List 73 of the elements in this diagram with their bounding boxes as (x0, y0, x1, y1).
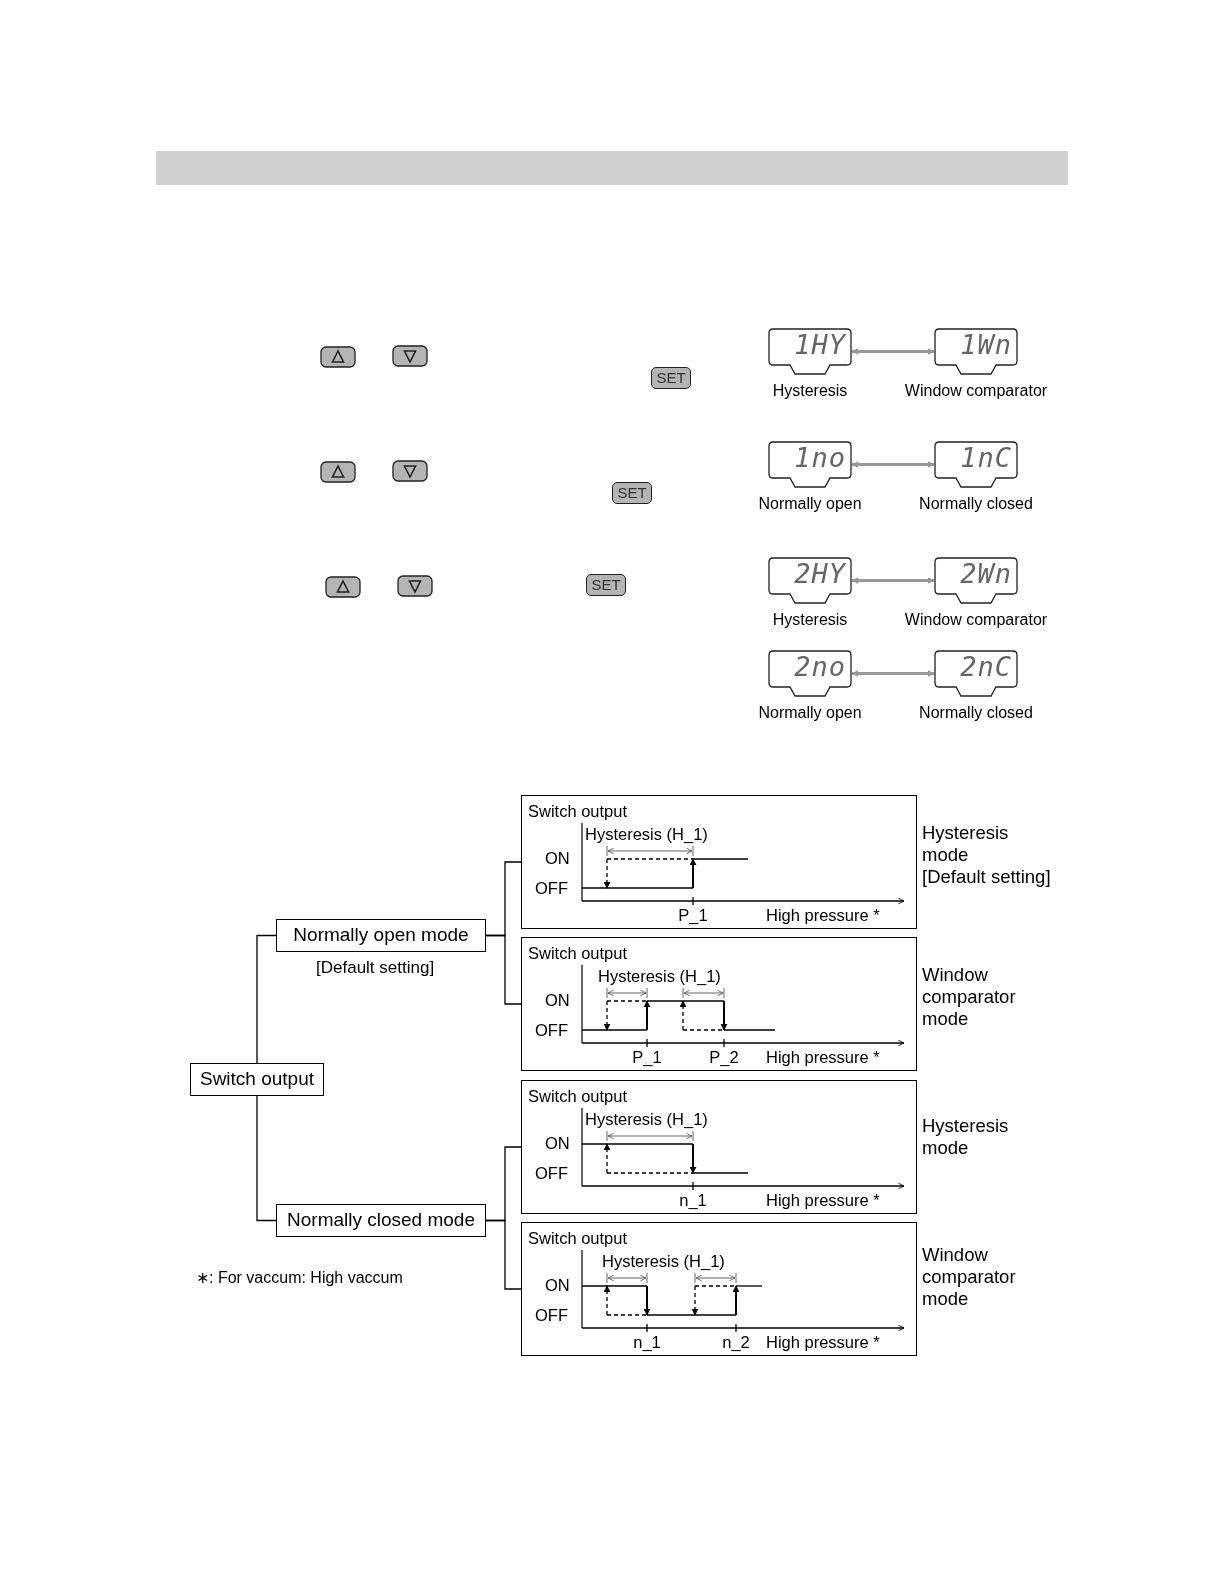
set-key: SET (651, 367, 691, 389)
axis-title: Switch output (528, 1229, 628, 1248)
tick-label: P_2 (708, 1048, 740, 1067)
axis-label: OFF (535, 1164, 568, 1183)
hysteresis-label: Hysteresis (H_1) (602, 1252, 725, 1271)
lcd-display (934, 441, 1018, 488)
tick-label: n_1 (678, 1191, 708, 1210)
axis-title: High pressure * (766, 906, 880, 925)
axis-title: High pressure * (766, 1191, 880, 1210)
chart-panel (521, 1222, 917, 1356)
axis-label: OFF (535, 879, 568, 898)
lcd-display (934, 650, 1018, 697)
display-caption: Window comparator (903, 611, 1049, 629)
display-caption: Normally closed (918, 495, 1034, 513)
double-arrow (851, 577, 935, 584)
hysteresis-label: Hysteresis (H_1) (585, 825, 708, 844)
note-text: [Default setting] (316, 958, 435, 978)
mode-caption: Window comparator mode (922, 964, 1017, 1030)
display-readout: 2Wn (960, 558, 1012, 589)
tick-label: P_1 (631, 1048, 663, 1067)
mode-box: Switch output (190, 1063, 324, 1096)
axis-label: ON (545, 1134, 570, 1153)
display-readout: 2no (794, 651, 846, 682)
mode-caption: Hysteresis mode (922, 1115, 1010, 1159)
axis-title: Switch output (528, 802, 628, 821)
double-arrow (851, 348, 935, 355)
display-caption: Normally closed (918, 704, 1034, 722)
axis-label: OFF (535, 1021, 568, 1040)
axis-label: ON (545, 991, 570, 1010)
mode-caption: Hysteresis mode (922, 822, 1010, 866)
tick-label: P_1 (677, 906, 709, 925)
display-readout: 1no (794, 442, 846, 473)
chart-panel (521, 1080, 917, 1214)
display-readout: 1HY (794, 329, 846, 360)
axis-title: Switch output (528, 1087, 628, 1106)
axis-title: High pressure * (766, 1048, 880, 1067)
display-readout: 2HY (794, 558, 846, 589)
mode-caption: [Default setting] (922, 866, 1052, 888)
double-arrow (851, 670, 935, 677)
double-arrow (851, 461, 935, 468)
mode-caption: Window comparator mode (922, 1244, 1017, 1310)
axis-label: OFF (535, 1306, 568, 1325)
axis-title: Switch output (528, 944, 628, 963)
set-key: SET (586, 574, 626, 596)
footnote: ∗: For vaccum: High vaccum (196, 1268, 403, 1287)
lcd-display (768, 650, 852, 697)
lcd-display (768, 557, 852, 604)
lcd-display (768, 328, 852, 375)
lcd-display (768, 441, 852, 488)
axis-label: ON (545, 849, 570, 868)
hysteresis-label: Hysteresis (H_1) (585, 1110, 708, 1129)
mode-box: Normally closed mode (276, 1204, 486, 1237)
chart-panel (521, 937, 917, 1071)
display-readout: 2nC (960, 651, 1012, 682)
connector-line (485, 1219, 522, 1290)
connector-line (485, 934, 522, 1005)
display-readout: 1nC (960, 442, 1012, 473)
lcd-display (934, 557, 1018, 604)
chart-panel (521, 795, 917, 929)
connector-line (256, 934, 277, 1064)
connector-line (256, 1095, 277, 1222)
display-readout: 1Wn (960, 329, 1012, 360)
display-caption: Normally open (757, 495, 863, 513)
axis-label: ON (545, 1276, 570, 1295)
hysteresis-label: Hysteresis (H_1) (598, 967, 721, 986)
lcd-display (934, 328, 1018, 375)
mode-box: Normally open mode (276, 919, 486, 952)
axis-title: High pressure * (766, 1333, 880, 1352)
tick-label: n_2 (721, 1333, 751, 1352)
set-key: SET (612, 482, 652, 504)
display-caption: Window comparator (903, 382, 1049, 400)
display-caption: Normally open (757, 704, 863, 722)
tick-label: n_1 (632, 1333, 662, 1352)
